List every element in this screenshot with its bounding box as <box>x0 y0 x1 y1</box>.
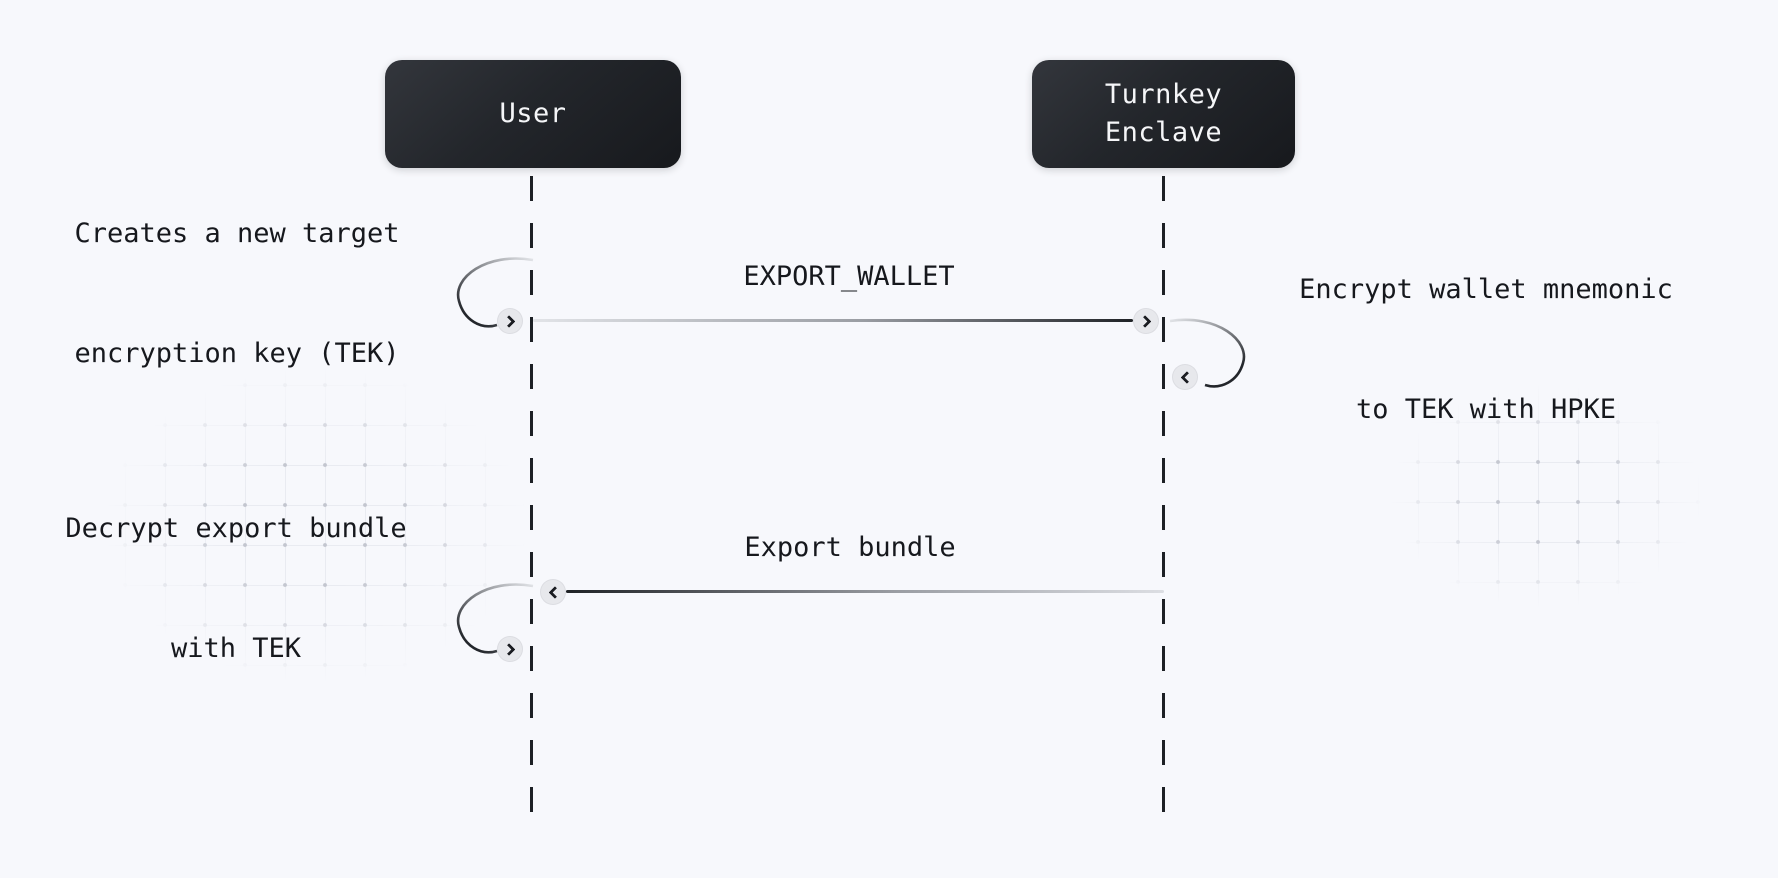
lifeline-user <box>530 176 533 830</box>
arrowhead-circle <box>497 308 523 334</box>
note-encrypt-mnemonic: Encrypt wallet mnemonic to TEK with HPKE <box>1299 190 1673 510</box>
chevron-right-icon <box>502 314 515 328</box>
actor-label: User <box>499 98 567 129</box>
message-line-export-wallet <box>533 319 1133 322</box>
actor-label-line: Turnkey <box>1104 79 1223 110</box>
chevron-left-icon <box>548 585 561 599</box>
note-line: Decrypt export bundle <box>65 513 407 544</box>
arrowhead-circle <box>497 636 523 662</box>
note-line: Creates a new target <box>74 218 400 249</box>
note-create-tek: Creates a new target encryption key (TEK… <box>74 134 399 454</box>
background-grid-right <box>1378 382 1714 630</box>
note-line: to TEK with HPKE <box>1355 394 1617 425</box>
message-line-export-bundle <box>566 590 1164 593</box>
arrowhead-circle <box>1172 364 1198 390</box>
chevron-right-icon <box>1138 314 1151 328</box>
message-label-export-wallet: EXPORT_WALLET <box>743 261 955 292</box>
actor-box-turnkey-enclave: Turnkey Enclave <box>1032 60 1295 168</box>
message-label-export-bundle: Export bundle <box>744 532 956 563</box>
note-line: with TEK <box>170 633 302 664</box>
lifeline-turnkey-enclave <box>1162 176 1165 830</box>
note-line: Encrypt wallet mnemonic <box>1299 274 1673 305</box>
actor-box-user: User <box>385 60 681 168</box>
note-line: encryption key (TEK) <box>74 338 400 369</box>
arrowhead-circle <box>1133 308 1159 334</box>
chevron-right-icon <box>502 642 515 656</box>
note-decrypt-bundle: Decrypt export bundle with TEK <box>65 429 406 749</box>
arrowhead-circle <box>540 579 566 605</box>
chevron-left-icon <box>1180 370 1193 384</box>
actor-label-line: Enclave <box>1104 117 1223 148</box>
